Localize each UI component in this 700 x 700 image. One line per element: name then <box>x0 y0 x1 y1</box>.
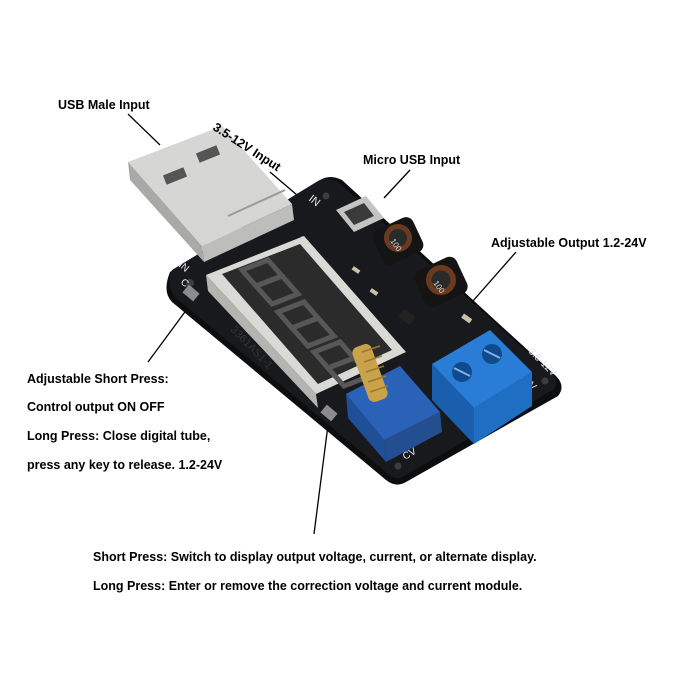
usb-male-connector <box>128 126 294 262</box>
label-bottom-button-line: Short Press: Switch to display output vo… <box>93 550 537 564</box>
label-adjustable-output: Adjustable Output 1.2-24V <box>491 236 647 250</box>
mount-hole <box>394 462 402 470</box>
usb-body-top <box>128 126 292 246</box>
label-usb-male-input: USB Male Input <box>58 98 150 112</box>
leader-adj-output <box>464 251 517 311</box>
usb-slot <box>162 167 188 185</box>
left-push-button <box>182 284 200 302</box>
label-left-button-line: press any key to release. 1.2-24V <box>27 458 223 472</box>
mount-hole <box>186 279 194 287</box>
display-face <box>222 244 392 384</box>
mount-hole <box>541 377 549 385</box>
leader-micro-usb <box>383 169 411 199</box>
inductor: 100 <box>372 217 424 265</box>
label-micro-usb-input: Micro USB Input <box>363 153 461 167</box>
leader-bottom-button <box>313 424 329 535</box>
leader-input-range <box>269 171 298 196</box>
inductor: 100 <box>414 256 468 308</box>
label-left-button-line: Adjustable Short Press: <box>27 372 169 386</box>
display-housing-side <box>206 275 318 408</box>
bottom-push-button <box>320 404 338 422</box>
micro-usb-port <box>336 196 384 232</box>
brass-adjust-screw <box>352 344 389 402</box>
mount-hole <box>322 192 330 200</box>
usb-seam <box>227 189 286 217</box>
label-left-button-line: Long Press: Close digital tube, <box>27 429 211 443</box>
output-terminal-block <box>432 330 532 444</box>
usb-body-side <box>128 162 204 262</box>
usb-body-front <box>202 204 294 262</box>
usb-slot <box>195 145 221 163</box>
leader-usb-male <box>127 113 161 146</box>
label-left-button-line: Control output ON OFF <box>27 400 165 414</box>
label-bottom-button-line: Long Press: Enter or remove the correcti… <box>93 579 523 593</box>
